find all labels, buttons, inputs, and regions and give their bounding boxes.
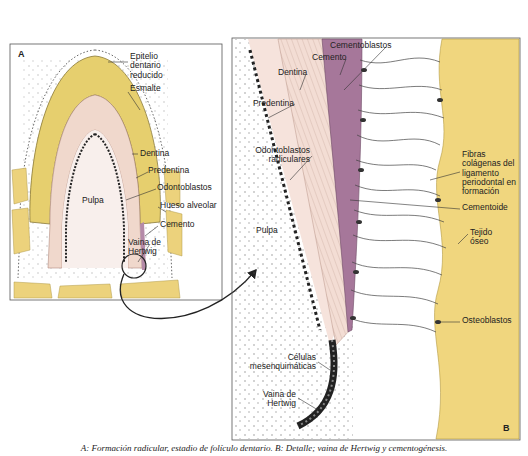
structure-label: Epitelio dentario reducido: [130, 52, 180, 80]
structure-label: Pulpa: [256, 226, 296, 235]
structure-label: Hueso alveolar: [160, 201, 220, 210]
structure-label: Tejido óseo: [470, 228, 510, 247]
structure-label: Vaina de Hertwig: [128, 238, 180, 257]
structure-label: Vaina de Hertwig: [250, 390, 296, 409]
structure-label: Osteoblastos: [462, 316, 518, 325]
structure-label: Cemento: [312, 53, 362, 62]
panel-frame: [10, 44, 222, 300]
structure-label: Fibras colágenas del ligamento periodont…: [462, 150, 520, 197]
structure-label: Predentina: [236, 99, 294, 108]
structure-label: Cementoide: [462, 203, 518, 212]
structure-label: Odontoblastos radiculares: [236, 146, 310, 165]
structure-label: Células mesenquimáticas: [236, 353, 316, 372]
structure-label: Cemento: [160, 220, 210, 229]
panel-frame: [232, 38, 520, 440]
structure-label: Cementoblastos: [330, 41, 410, 50]
figure-caption: A: Formación radicular, estadio de folíc…: [0, 443, 528, 453]
panel-letter: A: [18, 50, 38, 60]
structure-label: Odontoblastos: [157, 183, 221, 192]
panel-letter: B: [503, 424, 517, 434]
structure-label: Esmalte: [130, 84, 180, 93]
structure-label: Predentina: [148, 166, 208, 175]
structure-label: Dentina: [278, 68, 328, 77]
structure-label: Dentina: [140, 149, 190, 158]
structure-label: Pulpa: [82, 196, 122, 205]
